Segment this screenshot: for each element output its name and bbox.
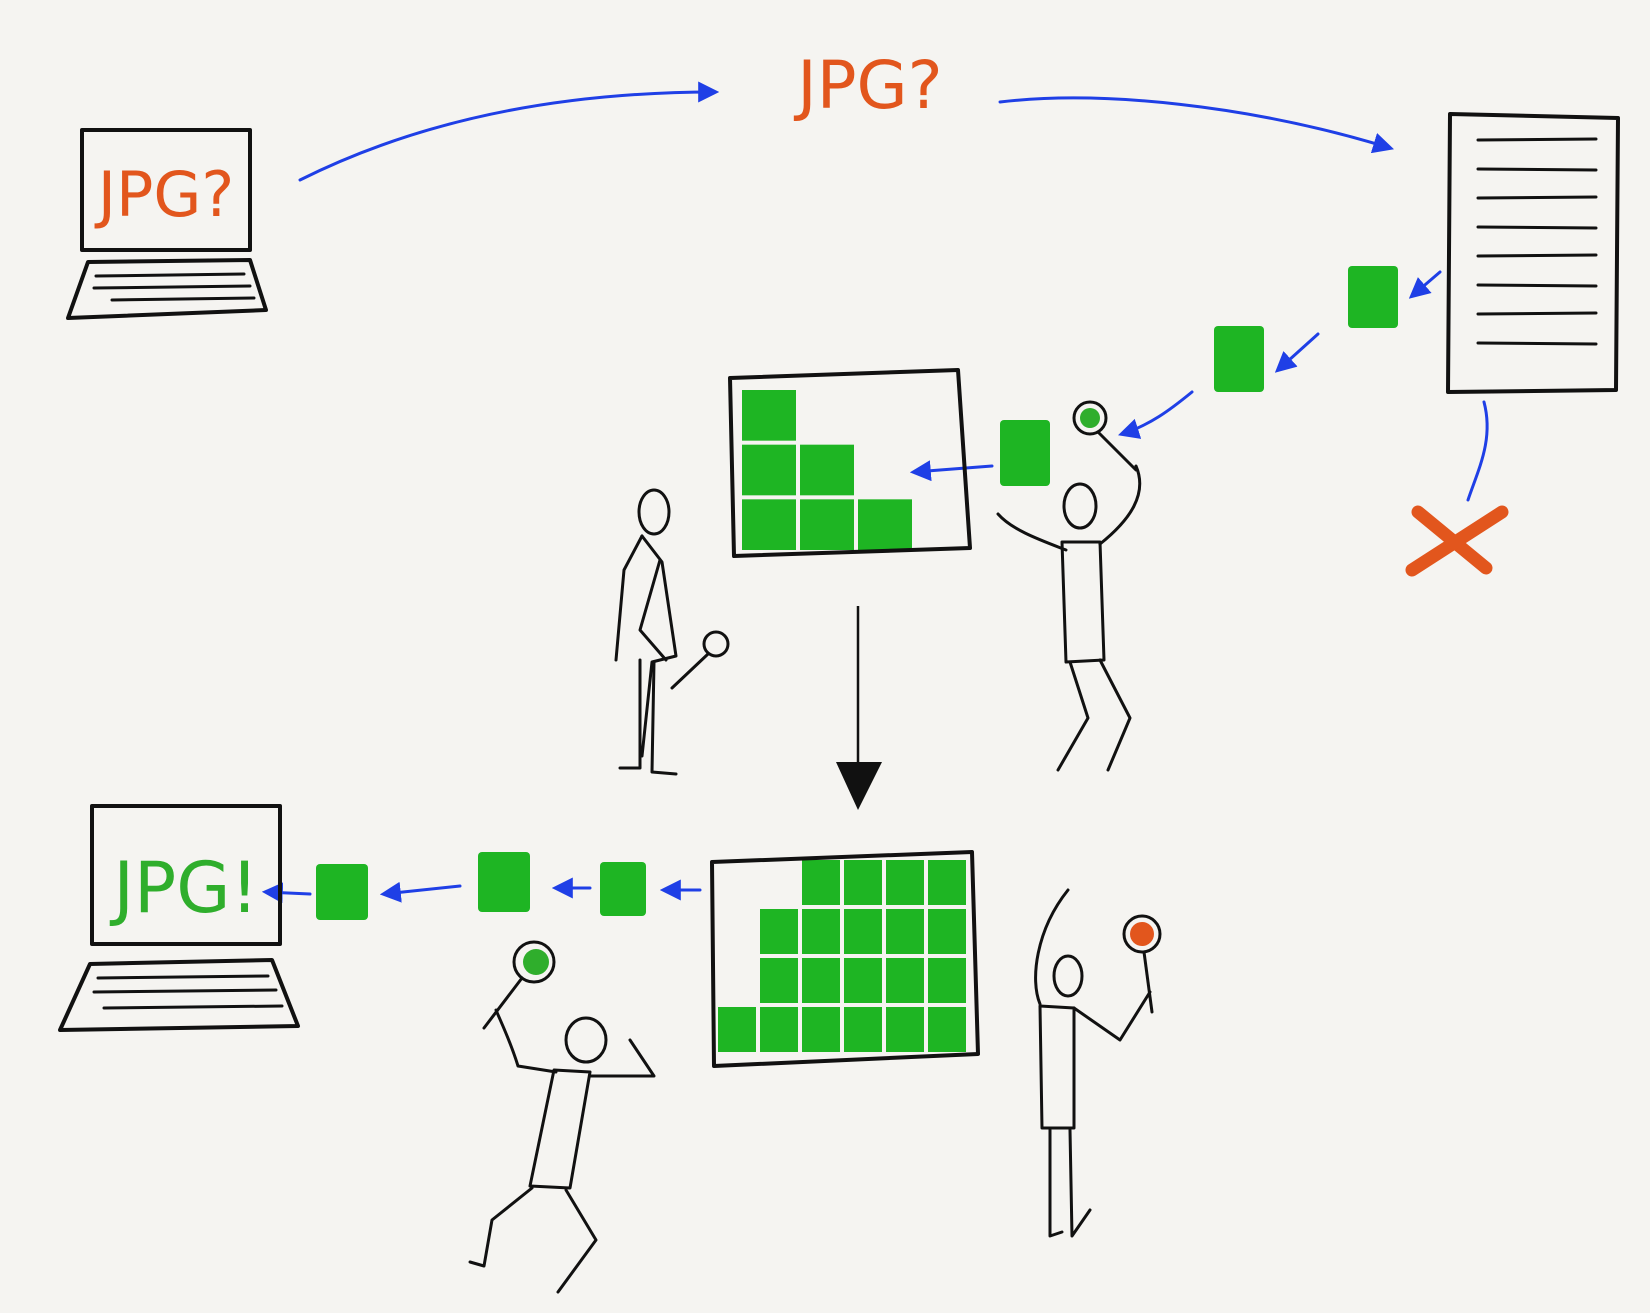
board-cell — [802, 909, 840, 954]
return-packet-2 — [478, 852, 530, 912]
board-cell — [886, 860, 924, 905]
board-cell — [718, 1007, 756, 1052]
board-cell — [928, 909, 966, 954]
board-cell — [742, 390, 796, 441]
packet-arrow-1 — [1408, 270, 1442, 299]
server-text-line — [1476, 341, 1598, 346]
laptop-bottom-base — [58, 958, 300, 1032]
board-cell — [742, 499, 796, 550]
board-cell — [760, 958, 798, 1003]
server-text-line — [1476, 283, 1598, 288]
board-cell — [802, 1007, 840, 1052]
board-cell — [928, 1007, 966, 1052]
return-arrow-3 — [379, 881, 462, 903]
laptop-bottom-screen-text: JPG! — [109, 847, 258, 929]
board-cell — [760, 909, 798, 954]
board-cell — [802, 860, 840, 905]
board-cell — [886, 958, 924, 1003]
board-cell — [886, 909, 924, 954]
stick-figure-standing — [614, 488, 730, 776]
server-text-line — [1476, 225, 1598, 230]
error-link — [1466, 400, 1489, 502]
board-cell — [800, 444, 854, 496]
board-cell — [844, 909, 882, 954]
stick-figure-cheering — [468, 940, 656, 1294]
board-cell — [800, 499, 854, 550]
packet-3 — [1000, 420, 1050, 486]
return-arrow-4 — [261, 882, 312, 904]
signal-paddle-icon — [1072, 400, 1138, 472]
board-cell — [844, 1007, 882, 1052]
board-cell — [886, 1007, 924, 1052]
packet-arrow-2 — [1274, 332, 1320, 373]
return-packet-1 — [600, 862, 646, 916]
packet-arrow-3 — [1118, 390, 1194, 439]
return-packet-3 — [316, 864, 368, 920]
x-mark-icon — [1405, 505, 1509, 577]
packet-arrow-4 — [909, 460, 994, 482]
board-cell — [858, 499, 912, 550]
board-cell — [844, 958, 882, 1003]
laptop-top-screen — [80, 128, 252, 252]
signal-paddle-icon — [1122, 914, 1162, 1014]
request-label: JPG? — [793, 47, 942, 124]
signal-paddle-icon — [482, 940, 556, 1030]
stick-figure-top-right — [996, 400, 1142, 772]
stick-figure-red-paddle — [1034, 888, 1162, 1238]
packet-1 — [1348, 266, 1398, 328]
board-cell — [928, 958, 966, 1003]
board-cell — [742, 444, 796, 496]
packet-2 — [1214, 326, 1264, 392]
board-cell — [928, 860, 966, 905]
server-text-line — [1476, 311, 1598, 316]
request-arrow — [298, 81, 720, 182]
board-top — [728, 368, 972, 558]
laptop-top-screen-text: JPG? — [94, 158, 235, 231]
laptop-top-icon: JPG? — [66, 128, 268, 320]
server-text-line — [1476, 253, 1598, 258]
laptop-bottom-screen — [90, 804, 282, 946]
request-arrow-to-server — [998, 96, 1395, 154]
laptop-top-base — [66, 258, 268, 320]
server-document-icon — [1446, 112, 1620, 394]
board-cell — [844, 860, 882, 905]
board-cell — [760, 1007, 798, 1052]
board-bottom — [710, 850, 980, 1068]
server-text-line — [1476, 137, 1598, 142]
server-text-line — [1476, 195, 1598, 200]
board-cell — [802, 958, 840, 1003]
down-arrow — [836, 606, 882, 810]
laptop-bottom-icon: JPG! — [58, 804, 300, 1032]
server-text-line — [1476, 167, 1598, 172]
signal-paddle-icon — [670, 630, 730, 690]
